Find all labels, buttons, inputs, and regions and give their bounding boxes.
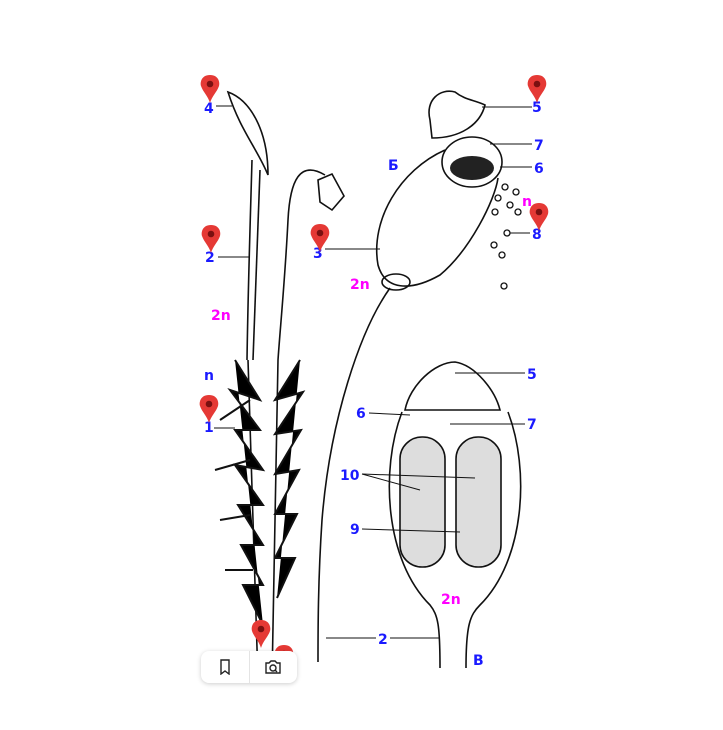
ploidy-2n: 2n <box>211 308 231 324</box>
map-marker-icon[interactable] <box>200 75 220 103</box>
panel-c-title: В <box>473 653 484 669</box>
map-marker-icon[interactable] <box>199 395 219 423</box>
label-2: 2 <box>205 250 215 266</box>
section-label-9: 9 <box>350 522 360 538</box>
map-marker-icon[interactable] <box>201 225 221 253</box>
capsule-drawing <box>317 90 522 663</box>
section-label-2: 2 <box>378 632 388 648</box>
visual-search-button[interactable] <box>248 651 298 683</box>
label-8: 8 <box>532 227 542 243</box>
moss-plant-drawing <box>214 90 345 681</box>
section-label-7: 7 <box>527 417 537 433</box>
label-6: 6 <box>534 161 544 177</box>
capsule-section-drawing <box>388 361 522 669</box>
bookmark-icon <box>220 659 230 675</box>
section-label-6: 6 <box>356 406 366 422</box>
label-7: 7 <box>534 138 544 154</box>
section-label-10: 10 <box>340 468 360 484</box>
ploidy-2n-section: 2n <box>441 592 461 608</box>
image-toolbar <box>201 651 297 683</box>
ploidy-n: n <box>204 368 214 384</box>
label-4: 4 <box>204 101 214 117</box>
map-marker-icon[interactable] <box>527 75 547 103</box>
label-1: 1 <box>204 420 214 436</box>
panel-b-title: Б <box>388 158 399 174</box>
map-marker-icon[interactable] <box>251 620 271 648</box>
ploidy-n-spores: n <box>522 194 532 210</box>
camera-search-icon <box>265 660 281 674</box>
bookmark-button[interactable] <box>201 651 249 683</box>
section-label-5: 5 <box>527 367 537 383</box>
label-5: 5 <box>532 100 542 116</box>
label-3: 3 <box>313 246 323 262</box>
ploidy-2n-capsule: 2n <box>350 277 370 293</box>
